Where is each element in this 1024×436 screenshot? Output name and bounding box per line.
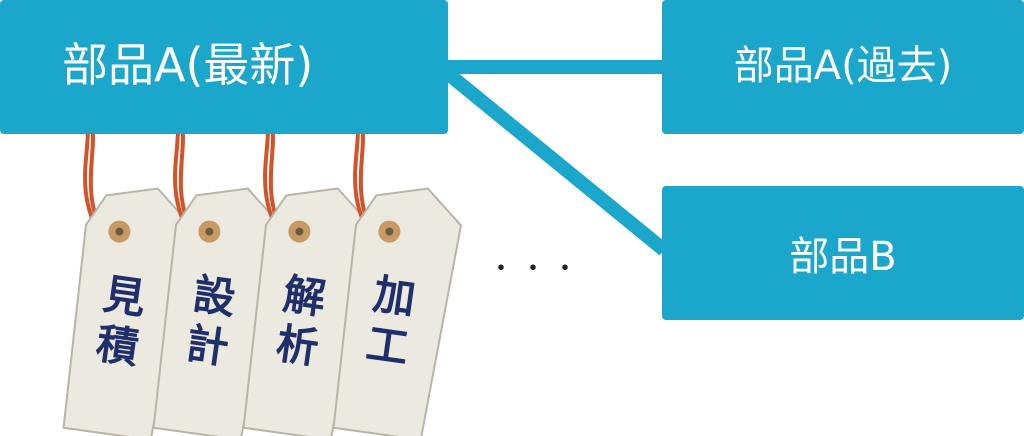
connector-to-part-b bbox=[441, 66, 669, 256]
part-a-latest-label: 部品A(最新) bbox=[62, 38, 314, 92]
part-a-latest-box: 部品A(最新) bbox=[0, 0, 448, 134]
ellipsis: ・・・ bbox=[488, 254, 585, 284]
tag-label-char: 工 bbox=[363, 319, 411, 373]
part-a-past-box: 部品A(過去) bbox=[662, 0, 1024, 134]
tag-label-char: 解 bbox=[280, 269, 328, 323]
tag-4: 加工 bbox=[310, 94, 463, 436]
tag-label-char: 析 bbox=[273, 319, 321, 373]
tag-body bbox=[332, 187, 463, 436]
part-b-label: 部品B bbox=[789, 234, 897, 280]
tag-hole bbox=[295, 227, 304, 236]
tag-label-char: 設 bbox=[190, 269, 238, 323]
tag-label-char: 加 bbox=[370, 269, 418, 323]
tag-hole bbox=[115, 227, 124, 236]
tag-label-char: 見 bbox=[100, 269, 148, 323]
tag-label-char: 計 bbox=[183, 319, 231, 373]
tag-label-char: 積 bbox=[93, 319, 141, 373]
part-b-box: 部品B bbox=[662, 186, 1024, 320]
tag-hole bbox=[385, 227, 394, 236]
part-a-past-label: 部品A(過去) bbox=[733, 43, 953, 89]
tag-hole bbox=[205, 227, 214, 236]
